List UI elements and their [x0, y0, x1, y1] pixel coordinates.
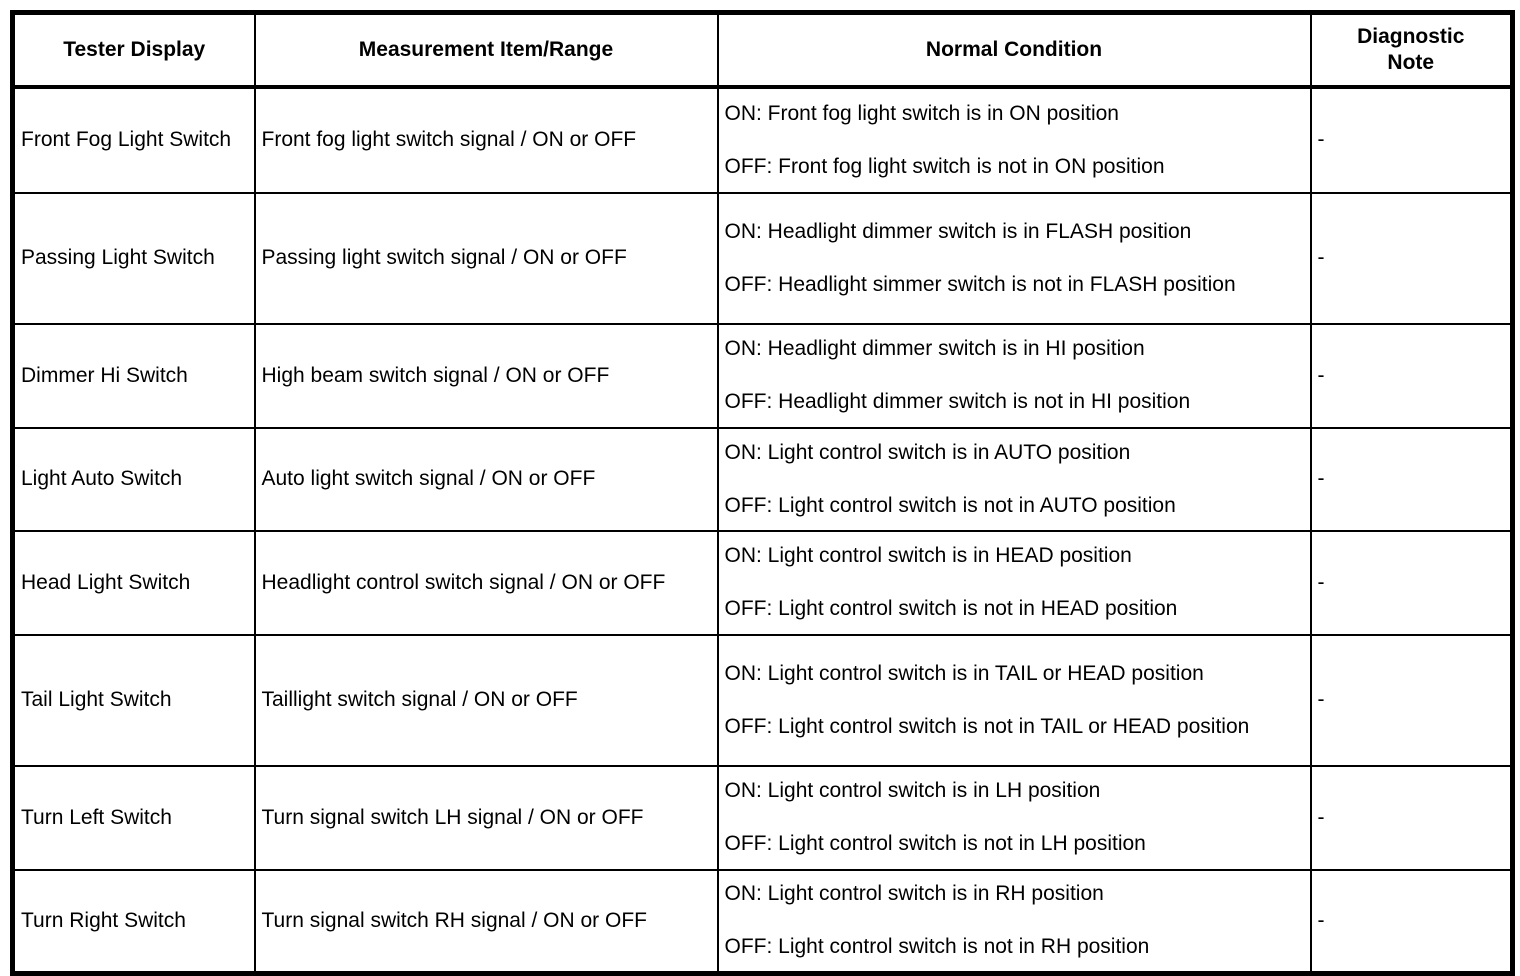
manual-page: Tester Display Measurement Item/Range No… — [10, 10, 1515, 976]
cell-normal-condition: ON: Headlight dimmer switch is in FLASH … — [716, 192, 1312, 325]
cell-measurement: Headlight control switch signal / ON or … — [253, 530, 719, 636]
normal-condition-off: OFF: Light control switch is not in TAIL… — [724, 714, 1250, 738]
normal-condition-on: ON: Headlight dimmer switch is in HI pos… — [724, 337, 1145, 361]
cell-measurement: Taillight switch signal / ON or OFF — [253, 634, 719, 767]
normal-condition-lines: ON: Light control switch is in TAIL or H… — [725, 640, 1300, 761]
column-header-diagnostic-note: Diagnostic Note — [1309, 11, 1514, 89]
cell-normal-condition: ON: Headlight dimmer switch is in HI pos… — [716, 323, 1312, 429]
table-row: Dimmer Hi Switch High beam switch signal… — [11, 323, 1514, 429]
table-row: Light Auto Switch Auto light switch sign… — [11, 427, 1514, 532]
normal-condition-off: OFF: Light control switch is not in HEAD… — [724, 597, 1178, 620]
table-row: Tail Light Switch Taillight switch signa… — [11, 634, 1514, 767]
normal-condition-lines: ON: Light control switch is in RH positi… — [725, 875, 1300, 967]
normal-condition-on: ON: Light control switch is in LH positi… — [724, 779, 1101, 803]
cell-measurement: Auto light switch signal / ON or OFF — [253, 427, 719, 532]
normal-condition-off: OFF: Light control switch is not in LH p… — [724, 832, 1146, 855]
cell-tester-display: Dimmer Hi Switch — [11, 323, 256, 429]
cell-normal-condition: ON: Light control switch is in RH positi… — [716, 869, 1312, 975]
cell-diagnostic-note: - — [1309, 765, 1514, 871]
cell-measurement: Turn signal switch LH signal / ON or OFF — [253, 765, 719, 871]
cell-measurement: Turn signal switch RH signal / ON or OFF — [253, 869, 719, 975]
normal-condition-off: OFF: Headlight dimmer switch is not in H… — [724, 390, 1191, 413]
cell-diagnostic-note: - — [1309, 192, 1514, 325]
normal-condition-on: ON: Front fog light switch is in ON posi… — [724, 101, 1119, 125]
cell-tester-display: Front Fog Light Switch — [11, 86, 256, 194]
cell-tester-display: Turn Right Switch — [11, 869, 256, 975]
cell-diagnostic-note: - — [1309, 427, 1514, 532]
normal-condition-off: OFF: Light control switch is not in AUTO… — [724, 493, 1176, 517]
cell-diagnostic-note: - — [1309, 634, 1514, 767]
column-header-tester-display: Tester Display — [11, 11, 256, 89]
cell-tester-display: Turn Left Switch — [11, 765, 256, 871]
table-body: Front Fog Light Switch Front fog light s… — [11, 86, 1514, 975]
normal-condition-on: ON: Light control switch is in AUTO posi… — [724, 440, 1131, 464]
diagnostic-table: Tester Display Measurement Item/Range No… — [10, 10, 1515, 976]
cell-tester-display: Light Auto Switch — [11, 427, 256, 532]
cell-tester-display: Tail Light Switch — [11, 634, 256, 767]
cell-normal-condition: ON: Light control switch is in TAIL or H… — [716, 634, 1312, 767]
cell-diagnostic-note: - — [1309, 869, 1514, 975]
normal-condition-on: ON: Light control switch is in TAIL or H… — [724, 661, 1204, 685]
cell-diagnostic-note: - — [1309, 323, 1514, 429]
normal-condition-lines: ON: Light control switch is in HEAD posi… — [725, 536, 1300, 630]
normal-condition-lines: ON: Headlight dimmer switch is in HI pos… — [725, 329, 1300, 423]
cell-measurement: Passing light switch signal / ON or OFF — [253, 192, 719, 325]
normal-condition-off: OFF: Light control switch is not in RH p… — [724, 935, 1150, 958]
column-header-measurement: Measurement Item/Range — [253, 11, 719, 89]
normal-condition-lines: ON: Front fog light switch is in ON posi… — [725, 93, 1300, 188]
table-row: Front Fog Light Switch Front fog light s… — [11, 86, 1514, 194]
column-header-normal-condition: Normal Condition — [716, 11, 1312, 89]
cell-measurement: Front fog light switch signal / ON or OF… — [253, 86, 719, 194]
normal-condition-lines: ON: Headlight dimmer switch is in FLASH … — [725, 198, 1300, 319]
normal-condition-off: OFF: Headlight simmer switch is not in F… — [724, 272, 1236, 296]
normal-condition-on: ON: Light control switch is in HEAD posi… — [724, 544, 1132, 568]
table-header: Tester Display Measurement Item/Range No… — [11, 11, 1514, 89]
table-row: Passing Light Switch Passing light switc… — [11, 192, 1514, 325]
cell-normal-condition: ON: Light control switch is in AUTO posi… — [716, 427, 1312, 532]
table-row: Turn Left Switch Turn signal switch LH s… — [11, 765, 1514, 871]
table-row: Head Light Switch Headlight control swit… — [11, 530, 1514, 636]
header-row: Tester Display Measurement Item/Range No… — [11, 11, 1514, 89]
table-row: Turn Right Switch Turn signal switch RH … — [11, 869, 1514, 975]
normal-condition-off: OFF: Front fog light switch is not in ON… — [724, 154, 1165, 178]
normal-condition-lines: ON: Light control switch is in LH positi… — [725, 771, 1300, 865]
cell-diagnostic-note: - — [1309, 530, 1514, 636]
cell-normal-condition: ON: Light control switch is in HEAD posi… — [716, 530, 1312, 636]
normal-condition-lines: ON: Light control switch is in AUTO posi… — [725, 433, 1300, 526]
cell-normal-condition: ON: Light control switch is in LH positi… — [716, 765, 1312, 871]
cell-diagnostic-note: - — [1309, 86, 1514, 194]
cell-normal-condition: ON: Front fog light switch is in ON posi… — [716, 86, 1312, 194]
cell-tester-display: Passing Light Switch — [11, 192, 256, 325]
column-header-diagnostic-note-label: Diagnostic Note — [1357, 24, 1465, 74]
normal-condition-on: ON: Light control switch is in RH positi… — [724, 882, 1104, 906]
normal-condition-on: ON: Headlight dimmer switch is in FLASH … — [724, 219, 1192, 243]
cell-measurement: High beam switch signal / ON or OFF — [253, 323, 719, 429]
cell-tester-display: Head Light Switch — [11, 530, 256, 636]
